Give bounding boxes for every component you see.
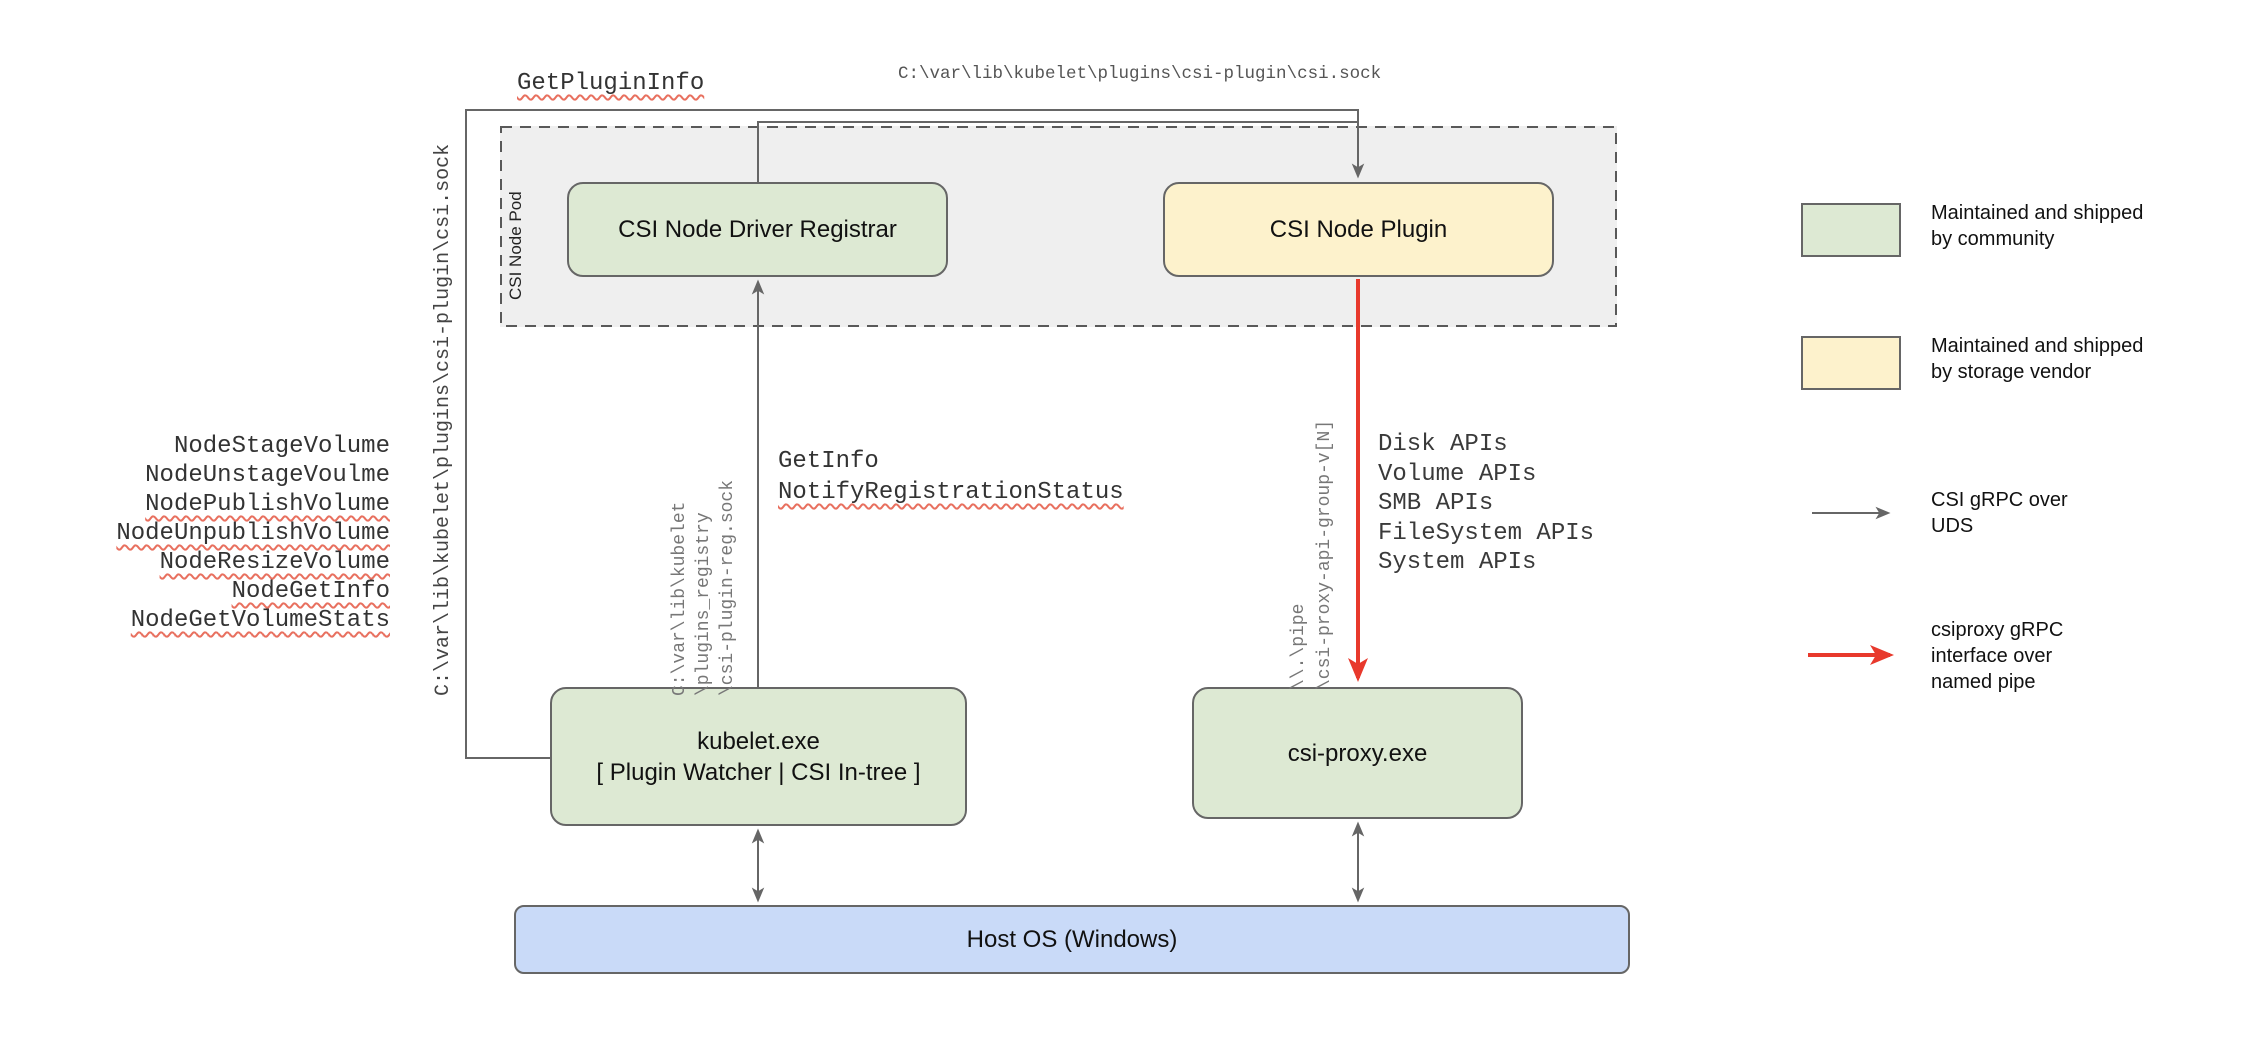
node-call: NodeGetVolumeStats <box>130 607 390 634</box>
legend-vendor-swatch <box>1801 336 1901 390</box>
csi-sock-path-left-label: C:\var\lib\kubelet\plugins\csi-plugin\cs… <box>432 143 455 696</box>
node-call: NodeUnpublishVolume <box>116 520 390 547</box>
plugin-label: CSI Node Plugin <box>1269 216 1448 243</box>
node-call: NodeStageVolume <box>173 433 390 460</box>
kubelet-node: kubelet.exe [ Plugin Watcher | CSI In-tr… <box>550 687 967 826</box>
host-os-label: Host OS (Windows) <box>966 926 1178 953</box>
csi-sock-path-top-label: C:\var\lib\kubelet\plugins\csi-plugin\cs… <box>898 64 1382 84</box>
legend-named-pipe-line: named pipe <box>1931 671 2036 693</box>
csi-proxy-label: csi-proxy.exe <box>1287 739 1428 767</box>
legend-vendor-line: Maintained and shipped <box>1931 335 2144 357</box>
csi-proxy-node: csi-proxy.exe <box>1192 687 1523 819</box>
proxy-api: System APIs <box>1378 549 1537 576</box>
node-call: NodeGetInfo <box>231 578 390 605</box>
named-pipe-path-label: \\.\pipe \csi-proxy-api-group-v[N] <box>1286 385 1340 690</box>
node-call: NodeUnstageVoulme <box>145 462 390 489</box>
legend-community-line: Maintained and shipped <box>1931 202 2144 224</box>
legend-community-line: by community <box>1931 228 2055 250</box>
registrar-label: CSI Node Driver Registrar <box>618 216 897 243</box>
get-plugin-info-label: GetPluginInfo <box>517 70 705 97</box>
legend-uds-line: UDS <box>1931 515 1974 537</box>
legend-named-pipe-line: interface over <box>1931 645 2053 667</box>
registration-sock-line: \csi-plugin-reg.sock <box>718 479 738 696</box>
registrar-node: CSI Node Driver Registrar <box>567 182 948 277</box>
plugin-node: CSI Node Plugin <box>1163 182 1554 277</box>
node-call: NodePublishVolume <box>145 491 390 518</box>
legend-community-text: Maintained and shipped by community <box>1931 200 2143 252</box>
legend-vendor-line: by storage vendor <box>1931 361 2092 383</box>
node-call: NodeResizeVolume <box>159 549 390 576</box>
kubelet-label-line2: [ Plugin Watcher | CSI In-tree ] <box>596 758 921 786</box>
registration-sock-line: \plugins_registry <box>694 512 714 696</box>
registration-sock-path-label: C:\var\lib\kubelet \plugins_registry \cs… <box>668 478 740 696</box>
host-os-node: Host OS (Windows) <box>514 905 1630 974</box>
csi-node-pod-label: CSI Node Pod <box>506 191 525 300</box>
registration-sock-line: C:\var\lib\kubelet <box>670 501 690 696</box>
notify-registration-status-label: NotifyRegistrationStatus <box>778 479 1124 506</box>
proxy-api: SMB APIs <box>1378 490 1494 517</box>
get-info-label: GetInfo <box>778 448 879 475</box>
legend-vendor-text: Maintained and shipped by storage vendor <box>1931 333 2143 385</box>
named-pipe-line: \csi-proxy-api-group-v[N] <box>1315 419 1335 690</box>
legend-named-pipe-line: csiproxy gRPC <box>1931 619 2064 641</box>
legend-uds-text: CSI gRPC over UDS <box>1931 487 2068 539</box>
legend-uds-line: CSI gRPC over <box>1931 489 2068 511</box>
proxy-api: Disk APIs <box>1378 431 1508 458</box>
legend-community-swatch <box>1801 203 1901 257</box>
proxy-apis-list: Disk APIs Volume APIs SMB APIs FileSyste… <box>1378 430 1594 578</box>
kubelet-label-line1: kubelet.exe <box>697 727 820 755</box>
named-pipe-line: \\.\pipe <box>1289 603 1309 690</box>
registration-calls: GetInfo NotifyRegistrationStatus <box>778 446 1124 508</box>
proxy-api: FileSystem APIs <box>1378 519 1595 547</box>
legend-named-pipe-text: csiproxy gRPC interface over named pipe <box>1931 617 2063 695</box>
proxy-api: Volume APIs <box>1378 460 1537 488</box>
node-calls-list: NodeStageVolume NodeUnstageVoulme NodePu… <box>90 432 390 635</box>
